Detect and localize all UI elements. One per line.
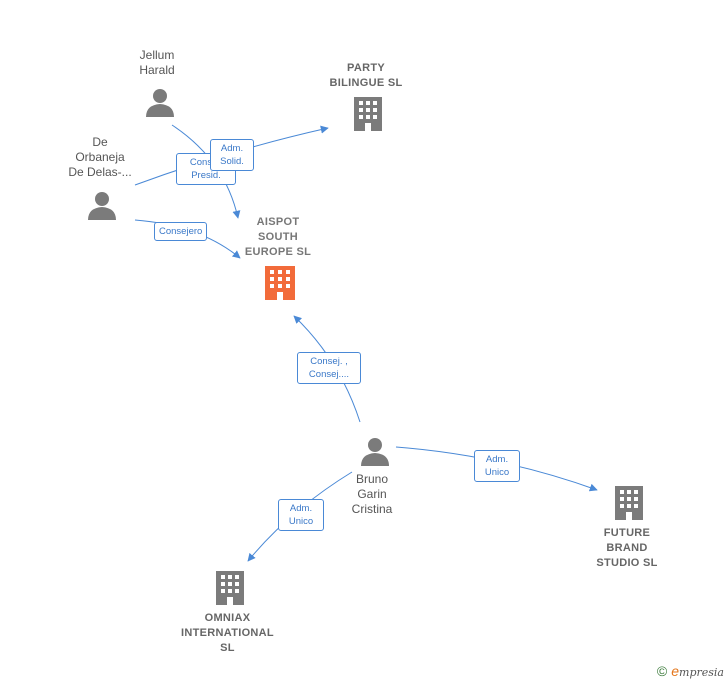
footer-brand: ©empresia [657,663,724,679]
person-label-deorbaneja[interactable]: De Orbaneja De Delas-... [68,135,132,179]
company-label-omniax[interactable]: OMNIAX INTERNATIONAL SL [181,612,274,654]
copyright-icon: © [656,663,668,679]
building-icon[interactable] [216,571,244,605]
person-icon[interactable] [146,89,174,117]
edge-label-consejero[interactable]: Consejero [154,222,208,241]
edge-label-adm-unico-omniax[interactable]: Adm. Unico [278,499,324,531]
edge-label-consej-consej[interactable]: Consej. , Consej.... [297,352,361,384]
building-icon[interactable] [354,97,382,131]
main-company-label-aispot[interactable]: AISPOT SOUTH EUROPE SL [244,216,312,258]
person-label-jellum[interactable]: Jellum Harald [139,48,175,77]
person-label-bruno[interactable]: Bruno Garin Cristina [351,472,393,516]
brand-logo-text: mpresia [679,666,724,679]
person-icon[interactable] [88,192,116,220]
person-icon[interactable] [361,438,389,466]
building-icon[interactable] [615,486,643,520]
company-label-party[interactable]: PARTY BILINGUE SL [329,62,403,89]
company-label-future[interactable]: FUTURE BRAND STUDIO SL [596,527,658,569]
main-company-building-icon[interactable] [265,266,295,300]
edge-label-adm-unico-future[interactable]: Adm. Unico [474,450,520,482]
edge-label-adm-solid[interactable]: Adm. Solid. [210,139,254,171]
brand-logo-e: e [671,663,680,679]
